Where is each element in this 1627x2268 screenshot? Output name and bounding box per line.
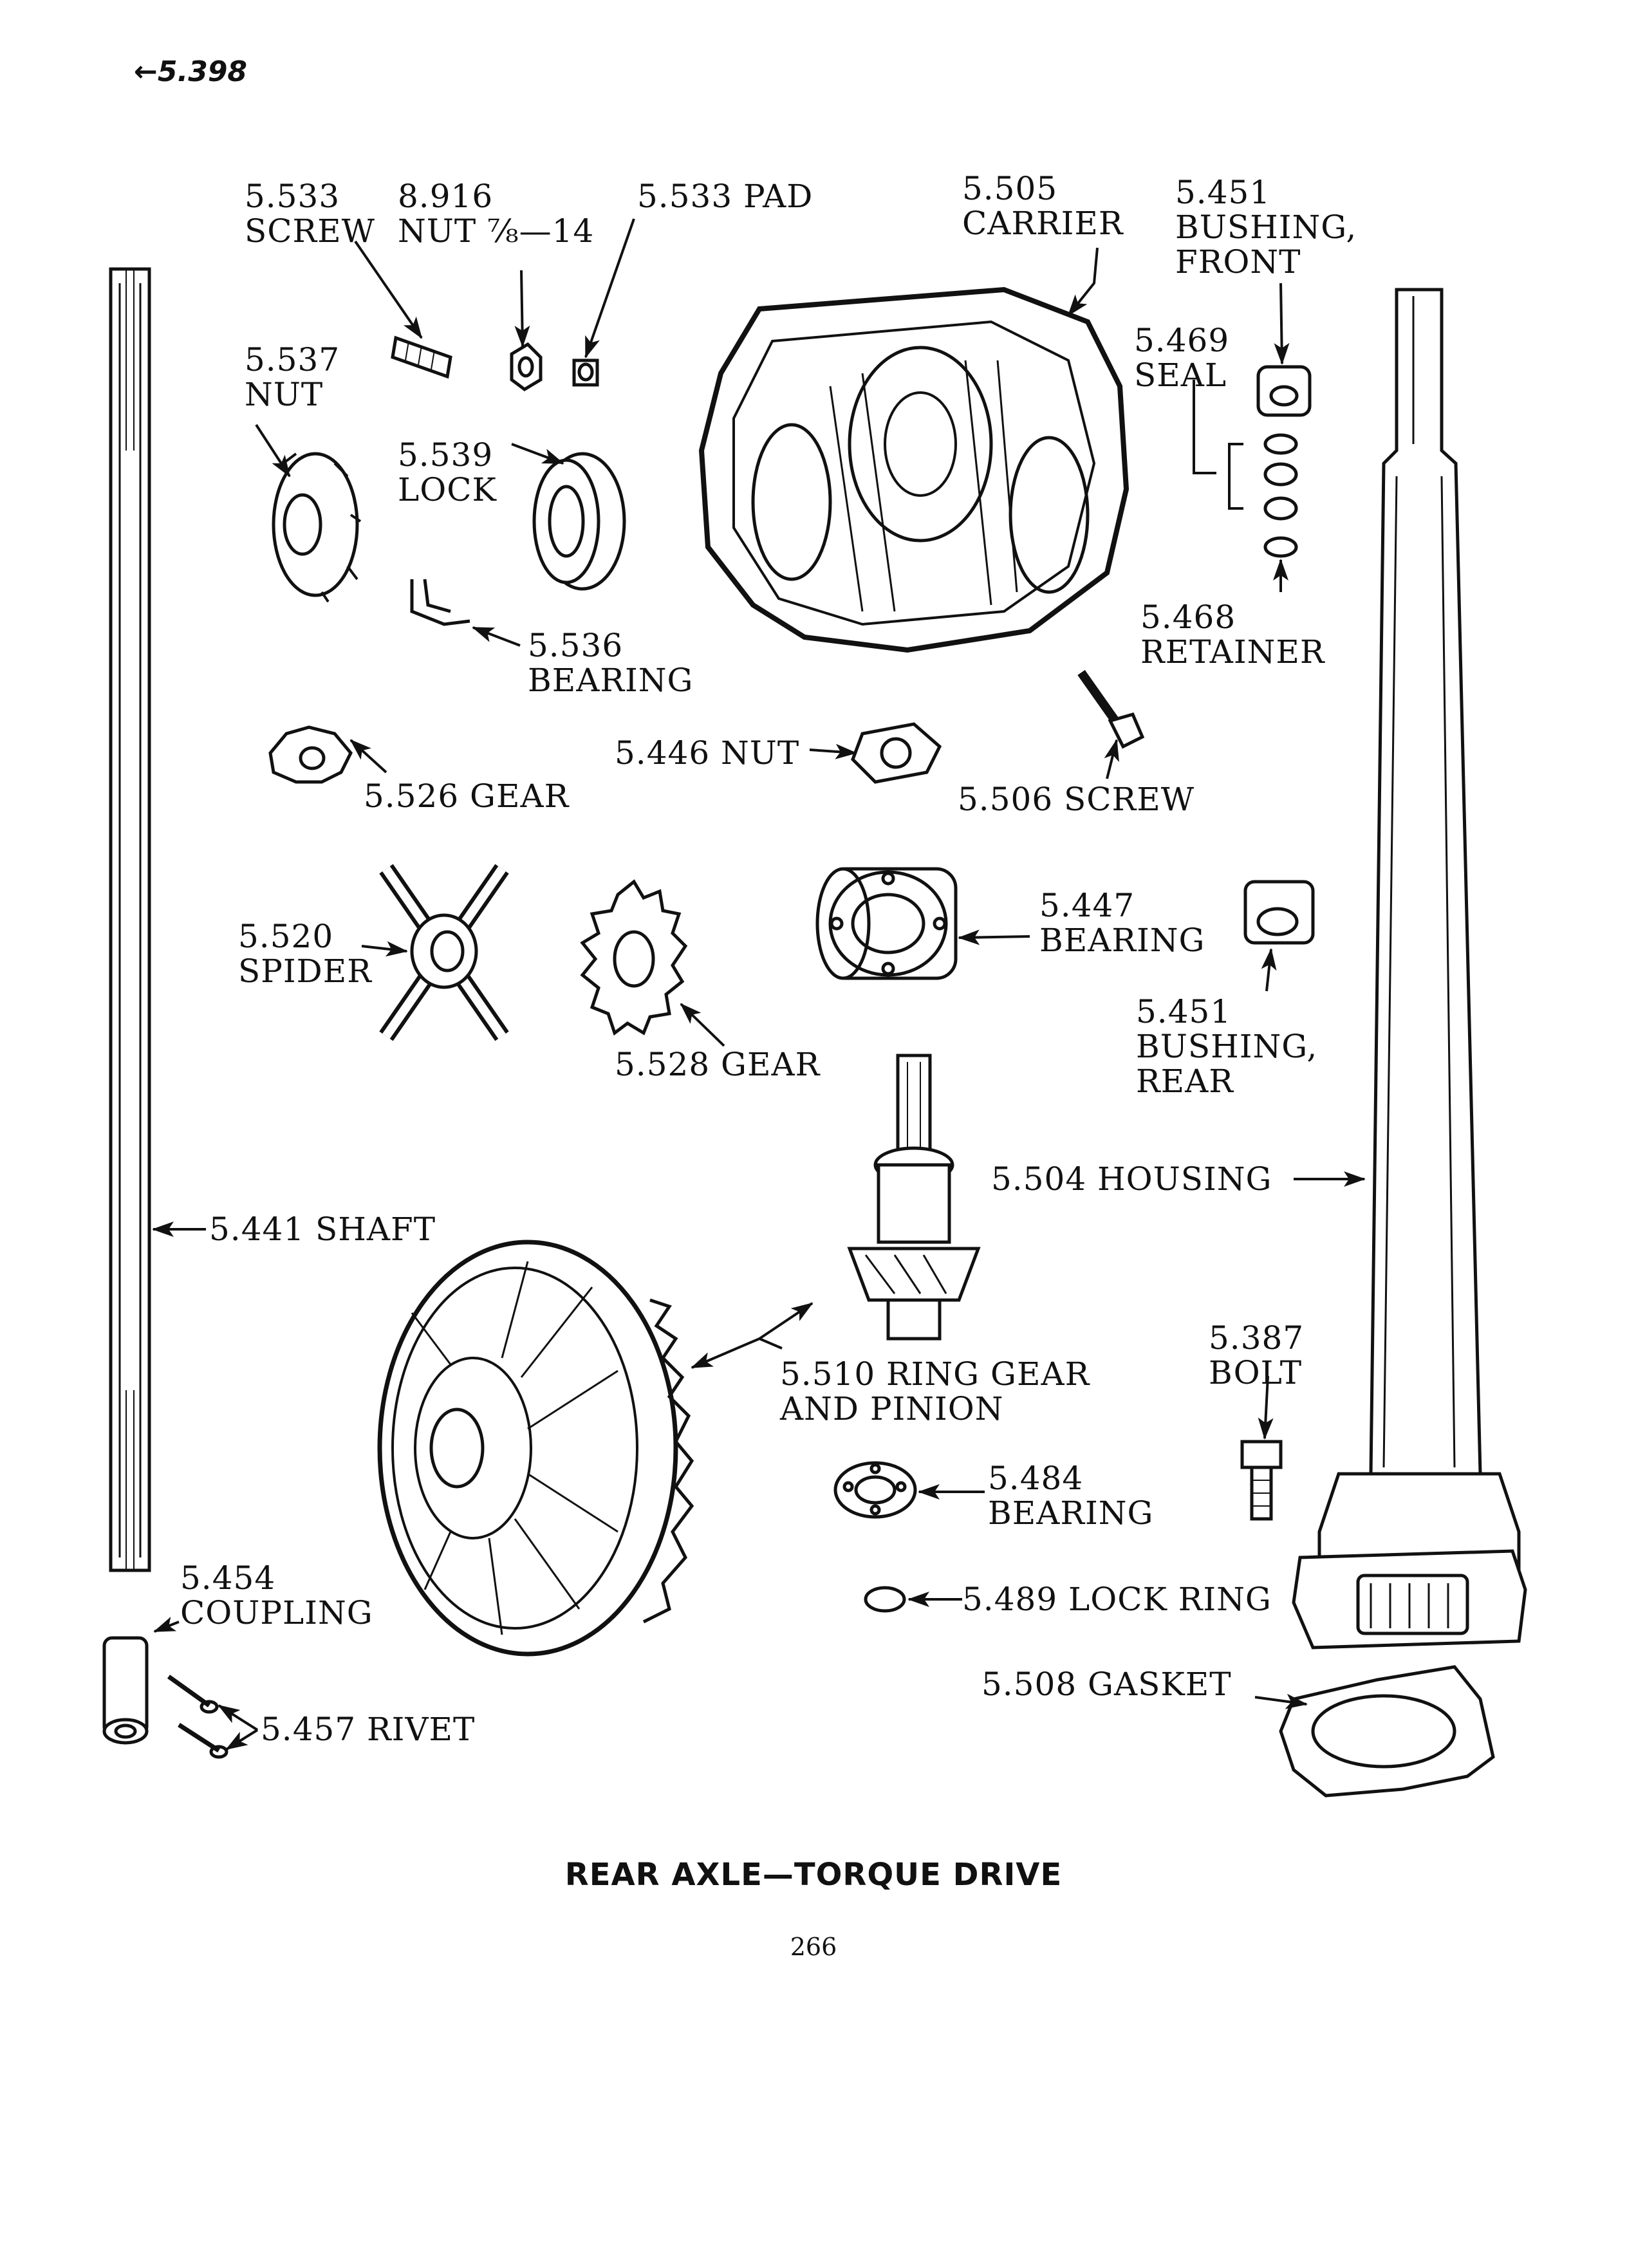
label-housing-504: 5.504 HOUSING <box>991 1160 1272 1198</box>
label-gasket-508: 5.508 GASKET <box>981 1666 1232 1703</box>
label-rivet-457: 5.457 RIVET <box>261 1711 476 1748</box>
pinion-gear-526-part <box>268 725 353 784</box>
adjusting-nut-part <box>272 452 362 603</box>
label-gear-528: 5.528 GEAR <box>615 1046 821 1083</box>
label-pad-533: 5.533 PAD <box>637 178 814 215</box>
bearing-536-part <box>410 579 470 626</box>
label-nut-446: 5.446 NUT <box>615 734 800 772</box>
bolt-part <box>1240 1440 1283 1521</box>
page-reference: ←5.398 <box>134 55 248 88</box>
carrier-part <box>698 286 1130 653</box>
label-shaft-441: 5.441 SHAFT <box>209 1211 436 1248</box>
ring-gear-part <box>377 1240 694 1657</box>
gasket-part <box>1279 1665 1495 1798</box>
seal-part <box>1263 433 1298 521</box>
screw-506-part <box>1077 669 1145 749</box>
page-number: 266 <box>790 1933 837 1961</box>
axle-housing-part <box>1292 288 1527 1650</box>
label-screw-506: 5.506 SCREW <box>958 781 1195 818</box>
leader-lines <box>152 218 1366 1751</box>
nut-916-part <box>510 342 543 392</box>
label-lock-ring-489: 5.489 LOCK RING <box>962 1581 1272 1618</box>
axle-shaft-part <box>109 267 151 1572</box>
lock-ring-part <box>864 1586 906 1613</box>
pad-533-part <box>572 358 599 387</box>
rivet-part <box>167 1675 228 1759</box>
label-gear-526: 5.526 GEAR <box>364 777 570 815</box>
spider-part <box>379 864 509 1041</box>
lock-539-part <box>532 452 626 591</box>
screw-533-part <box>391 335 452 379</box>
nut-446-part <box>851 722 942 784</box>
retainer-part <box>1263 536 1298 558</box>
large-bearing-part <box>815 867 958 980</box>
rear-bushing-part <box>1243 880 1315 945</box>
figure-caption: REAR AXLE—TORQUE DRIVE <box>564 1857 1063 1893</box>
front-bushing-part <box>1256 365 1312 417</box>
pinion-part <box>847 1054 981 1341</box>
small-bearing-part <box>833 1461 917 1519</box>
coupling-part <box>102 1636 149 1745</box>
side-gear-part <box>580 879 688 1036</box>
